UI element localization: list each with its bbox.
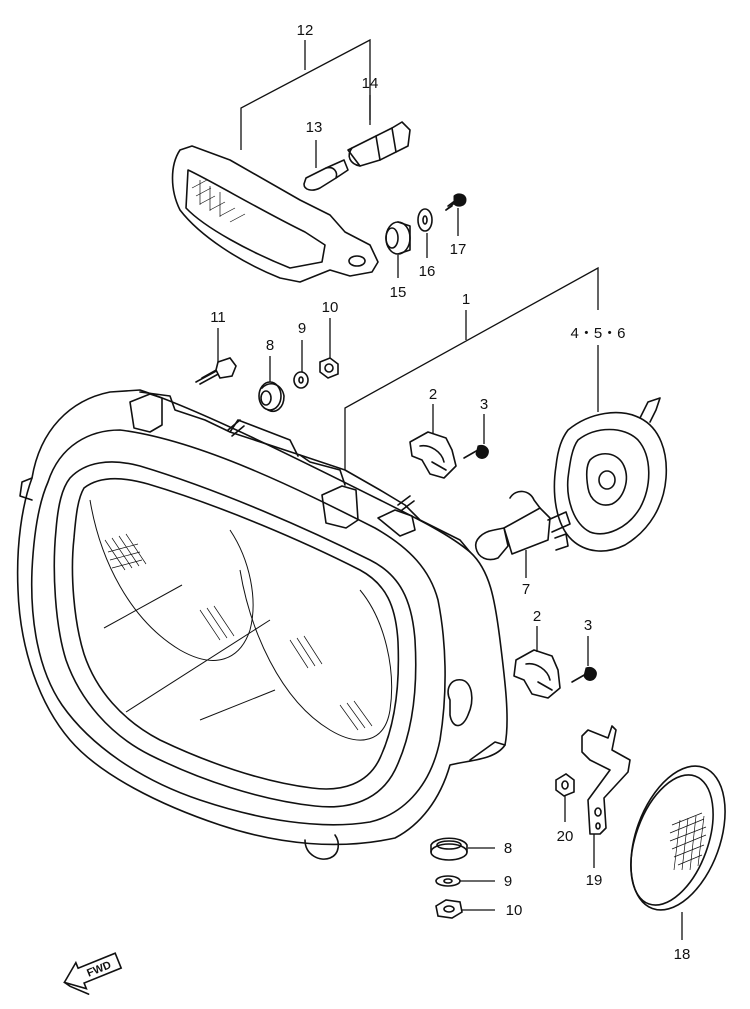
callout-2-lower: 2 (533, 608, 541, 625)
callout-16: 16 (419, 263, 436, 280)
bracket-19 (581, 725, 631, 835)
callout-18: 18 (674, 946, 691, 963)
washer-16 (417, 208, 433, 232)
callout-8-lower: 8 (504, 840, 512, 857)
callout-1: 1 (462, 291, 470, 308)
callout-19: 19 (586, 872, 603, 889)
bulb-socket (347, 121, 411, 167)
callout-3-lower: 3 (584, 617, 592, 634)
callout-9-lower: 9 (504, 873, 512, 890)
callout-13: 13 (306, 119, 323, 136)
callout-11: 11 (210, 309, 226, 326)
callout-8-upper: 8 (266, 337, 274, 354)
position-bulb (303, 159, 349, 191)
leader-lines (217, 38, 683, 940)
headlight-bulb (474, 490, 571, 561)
callout-12: 12 (297, 22, 314, 39)
grommet-small (385, 221, 411, 255)
callout-4-5-6: 4・5・6 (570, 325, 625, 342)
fwd-arrow-icon: FWD (63, 952, 123, 995)
position-lamp (171, 145, 379, 283)
nut-10-upper (319, 357, 339, 379)
callout-3-upper: 3 (480, 396, 488, 413)
washer-9-upper (293, 371, 309, 389)
callout-14: 14 (362, 75, 379, 92)
callout-7: 7 (522, 581, 530, 598)
washer-9-lower (435, 875, 461, 887)
mesh-cover (630, 765, 726, 911)
callout-labels: 12 14 13 17 16 15 1 4・5・6 11 10 9 8 2 3 … (210, 22, 690, 963)
screw-3-upper (463, 445, 489, 459)
nut-10-lower (435, 899, 463, 919)
bulb-clip-upper (409, 431, 457, 479)
callout-10-lower: 10 (506, 902, 523, 919)
callout-10-upper: 10 (322, 299, 339, 316)
screw-17 (445, 193, 467, 211)
screw-3-lower (571, 667, 597, 683)
bolt-11 (195, 357, 237, 385)
grommet-8-upper (258, 381, 285, 412)
grommet-8-lower (430, 837, 468, 861)
dust-cover (553, 397, 668, 552)
headlamp-housing (16, 389, 508, 860)
callout-20: 20 (557, 828, 574, 845)
callout-2-upper: 2 (429, 386, 437, 403)
callout-15: 15 (390, 284, 407, 301)
bulb-clip-lower (513, 649, 561, 699)
nut-20 (555, 773, 575, 797)
callout-17: 17 (450, 241, 467, 258)
callout-9-upper: 9 (298, 320, 306, 337)
